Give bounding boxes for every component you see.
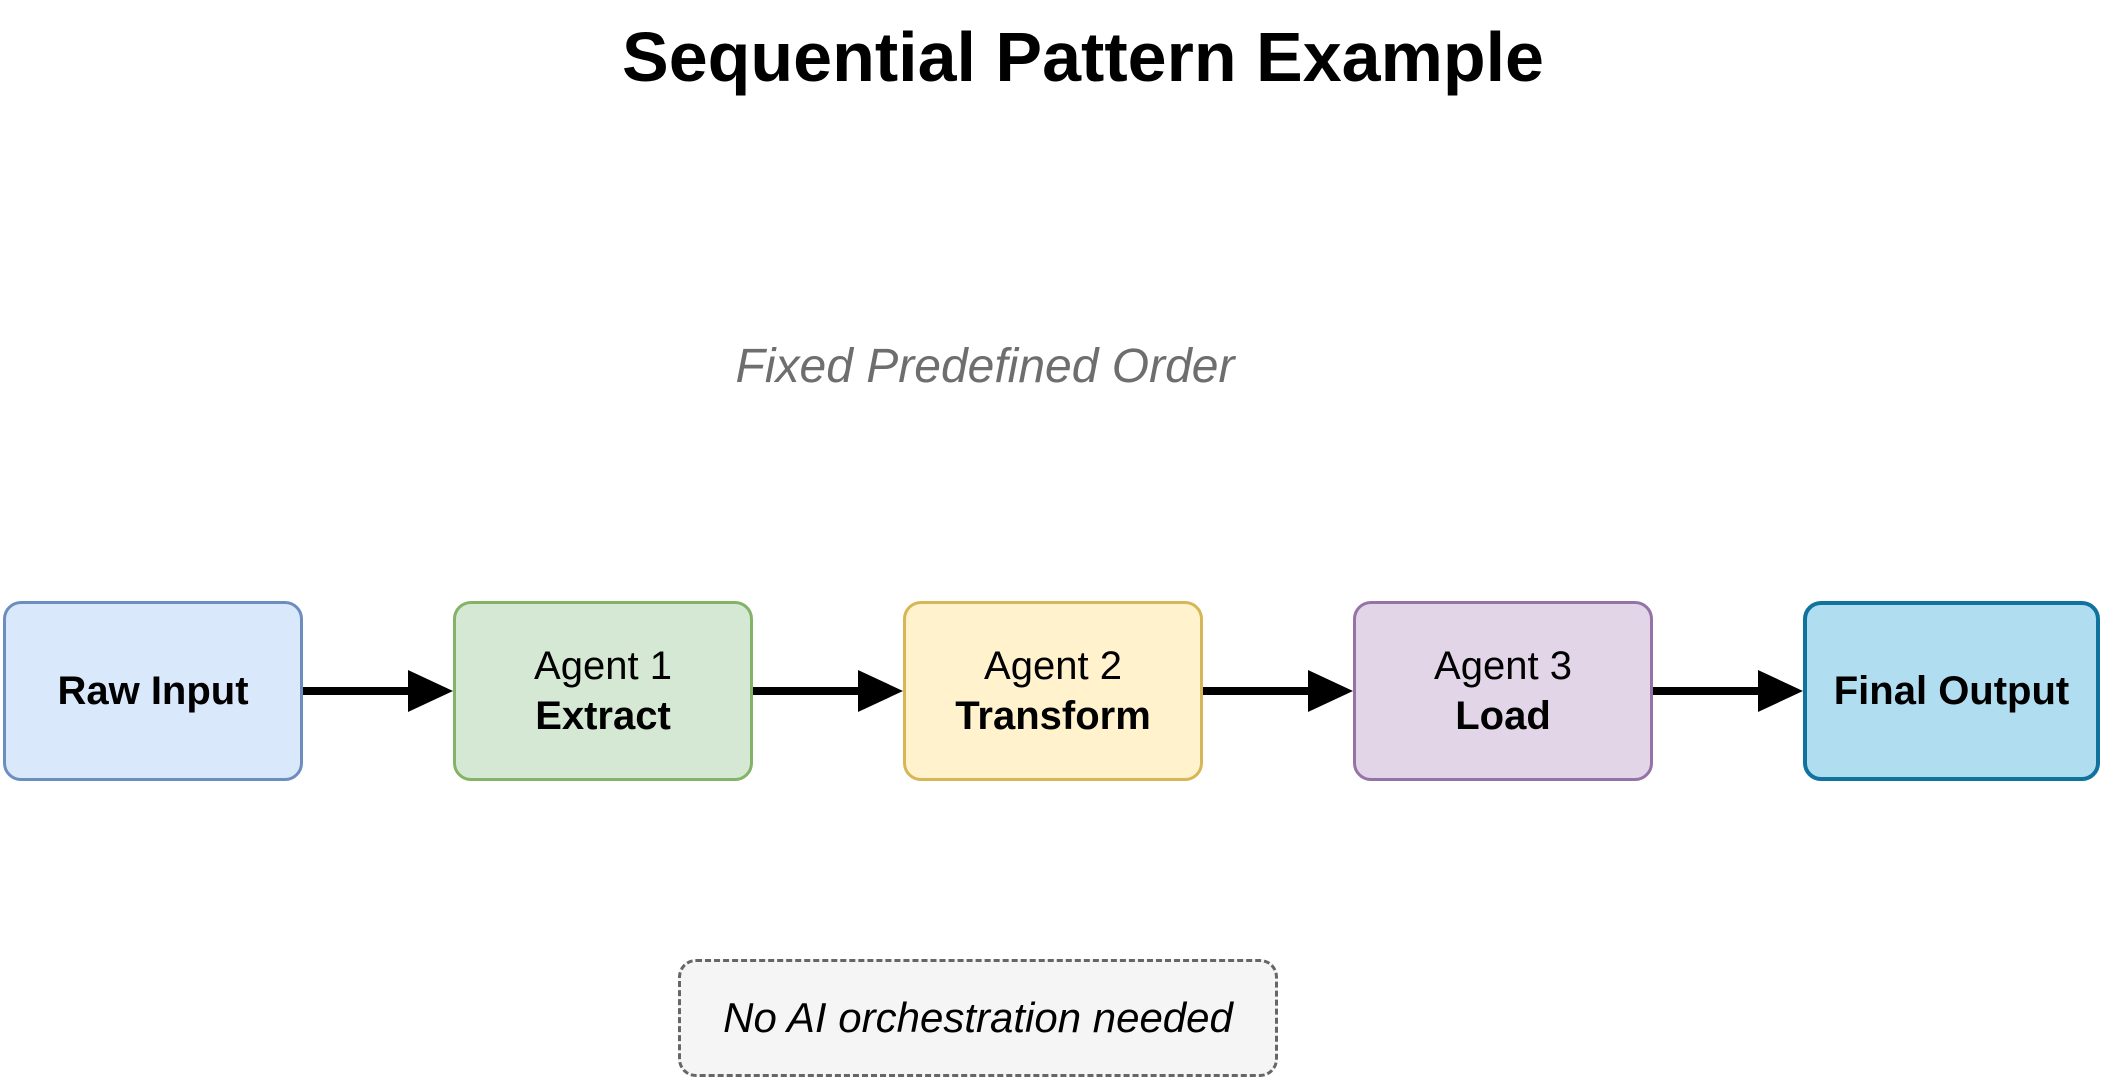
node-agent-2-transform: Agent 2 Transform: [903, 601, 1203, 781]
arrow-agent-1-extract-to-agent-2-transform: [753, 670, 903, 712]
page-title: Sequential Pattern Example: [622, 18, 1544, 96]
node-agent-1-extract: Agent 1 Extract: [453, 601, 753, 781]
node-label: Transform: [955, 694, 1151, 738]
node-raw-input: Raw Input: [3, 601, 303, 781]
arrow-agent-2-transform-to-agent-3-load: [1203, 670, 1353, 712]
node-label: Load: [1455, 694, 1551, 738]
node-label: Agent 3: [1434, 644, 1572, 688]
subtitle-fixed-order: Fixed Predefined Order: [735, 340, 1235, 393]
note-text: No AI orchestration needed: [723, 994, 1233, 1041]
node-final-output: Final Output: [1803, 601, 2100, 781]
node-label: Extract: [535, 694, 671, 738]
node-label: Agent 2: [984, 644, 1122, 688]
node-label: Final Output: [1833, 669, 2070, 713]
arrow-agent-3-load-to-final-output: [1653, 670, 1803, 712]
node-label: Raw Input: [57, 669, 249, 713]
node-label: Agent 1: [534, 644, 672, 688]
node-agent-3-load: Agent 3 Load: [1353, 601, 1653, 781]
arrow-raw-input-to-agent-1-extract: [303, 670, 453, 712]
note-box: No AI orchestration needed: [678, 959, 1278, 1077]
